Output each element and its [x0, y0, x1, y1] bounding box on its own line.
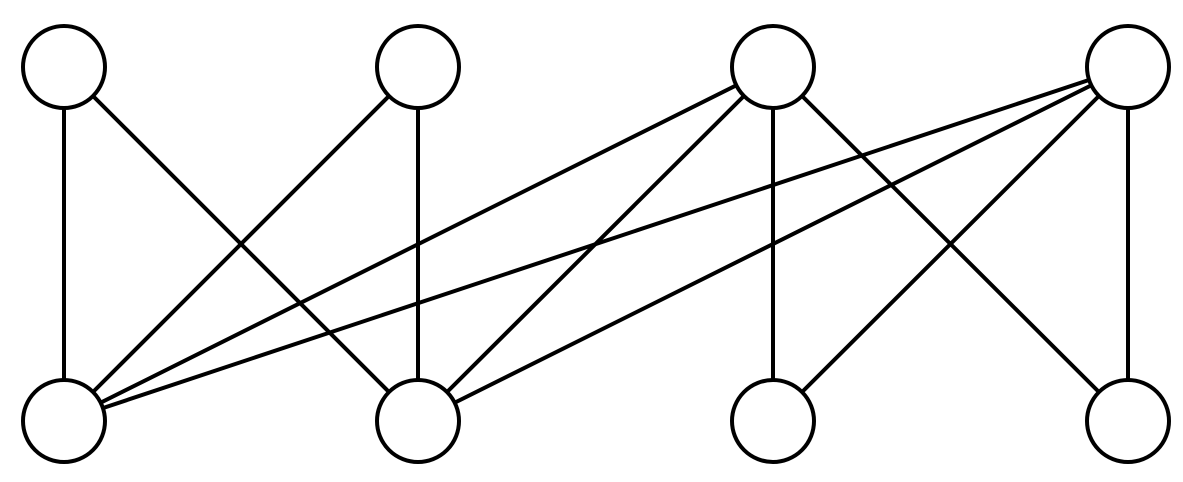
node-t3	[730, 24, 816, 110]
node-b3	[730, 378, 816, 464]
node-t1	[21, 24, 107, 110]
graph-edges	[62, 65, 1130, 423]
node-b2	[375, 378, 461, 464]
edge-t4-b1	[62, 65, 1130, 423]
node-b1	[21, 378, 107, 464]
node-b4	[1085, 378, 1171, 464]
node-t2	[375, 24, 461, 110]
edge-t4-b2	[416, 65, 1130, 423]
edge-t2-b1	[62, 65, 420, 423]
graph-nodes	[21, 24, 1171, 464]
node-t4	[1085, 24, 1171, 110]
edge-t4-b3	[771, 65, 1130, 423]
edge-t3-b1	[62, 65, 775, 423]
